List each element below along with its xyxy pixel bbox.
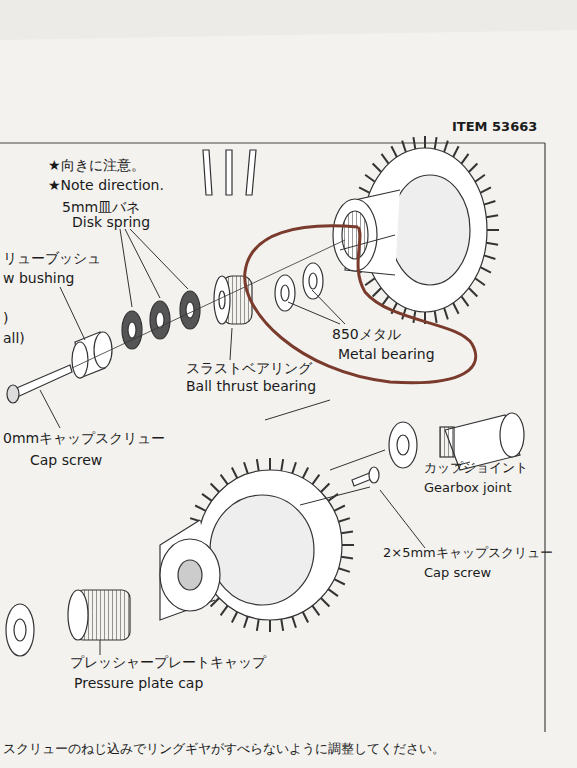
- gear-tooth: [480, 267, 491, 272]
- gear-tooth: [334, 506, 345, 511]
- page: [0, 30, 577, 768]
- gear-tooth: [281, 459, 283, 471]
- part-name: スラストベアリング: [186, 360, 312, 376]
- frame-line: [0, 142, 545, 143]
- gear-tooth: [365, 278, 375, 285]
- part-name: Cap screw: [424, 566, 491, 581]
- metal-bearing: [303, 263, 323, 299]
- disk-spring-side: [226, 150, 232, 195]
- gear-tooth: [469, 164, 477, 172]
- gear-tooth: [303, 467, 308, 478]
- part-name: カップジョイント: [424, 461, 528, 476]
- instruction-text: スクリューのねじ込みでリングギヤがすべらないように調整してください。: [3, 742, 445, 757]
- gear-tooth: [281, 619, 283, 631]
- gear-tooth: [232, 467, 237, 478]
- gear-tooth: [486, 215, 498, 217]
- part-name: リューブッシュ: [3, 250, 101, 266]
- metal-bearing: [275, 275, 295, 311]
- gear-tooth: [402, 141, 406, 152]
- gear-tooth: [424, 136, 426, 148]
- gear-tooth: [321, 598, 329, 606]
- gear-tooth: [211, 483, 219, 491]
- bearing: [389, 422, 417, 468]
- gear-tooth: [312, 475, 319, 485]
- gear-tooth: [373, 288, 381, 296]
- part-name: 850メタル: [332, 326, 401, 342]
- gear-tooth: [382, 154, 389, 164]
- gear-tooth: [487, 229, 499, 231]
- gear-tooth: [391, 146, 396, 157]
- gear-tooth: [486, 243, 498, 245]
- gear-tooth: [232, 612, 237, 623]
- gear-tooth: [484, 201, 495, 205]
- disk-spring: [150, 301, 170, 339]
- part-name: プレッシャープレートキャップ: [70, 654, 266, 670]
- gear-tooth: [341, 531, 353, 533]
- disk-spring: [180, 291, 200, 329]
- gear-tooth: [195, 506, 206, 511]
- gear-tooth: [338, 518, 349, 522]
- ring-gear: [186, 458, 354, 632]
- gear-tooth: [257, 459, 259, 471]
- part-name: 5mm皿バネ: [62, 199, 140, 215]
- item-number: ITEM 53663: [452, 120, 537, 135]
- part-name: Ball thrust bearing: [186, 378, 316, 394]
- gear-tooth: [461, 154, 468, 164]
- gear-tooth: [453, 303, 458, 314]
- gear-tooth: [461, 296, 468, 306]
- gear-tooth: [444, 308, 448, 319]
- gear-tooth: [373, 164, 381, 172]
- hand-drawn-circle: 850メタル Metal bearing: [240, 222, 485, 387]
- gear-tooth: [475, 278, 485, 285]
- part-name: Pressure plate cap: [74, 675, 203, 691]
- gear-tooth: [312, 606, 319, 616]
- part-name: 2×5mmキャップスクリュー: [383, 546, 553, 561]
- gear-tooth: [303, 612, 308, 623]
- gear-tooth: [257, 619, 259, 631]
- gear-tooth: [435, 311, 437, 323]
- frame-line: [544, 143, 545, 732]
- part-name: w bushing: [3, 270, 74, 286]
- gear-tooth: [484, 255, 495, 259]
- gear-tooth: [475, 175, 485, 182]
- ring-gear: [198, 470, 342, 620]
- bearing: [6, 604, 34, 656]
- part-name: Metal bearing: [338, 346, 435, 362]
- gear-tooth: [269, 458, 271, 470]
- gear-tooth: [202, 494, 212, 501]
- gear-tooth: [342, 544, 354, 546]
- gear-tooth: [338, 568, 349, 572]
- gear-tooth: [435, 137, 437, 149]
- gear-tooth: [269, 620, 271, 632]
- gear-tooth: [341, 557, 353, 559]
- gear-tooth: [480, 187, 491, 192]
- gear-tooth: [413, 137, 415, 149]
- disk-spring-side: [203, 150, 212, 195]
- disk-spring-side: [246, 150, 256, 195]
- note: ★Note direction.: [48, 177, 164, 193]
- gear-tooth: [334, 579, 345, 584]
- gear-tooth: [359, 187, 370, 192]
- gear-tooth: [469, 288, 477, 296]
- gear-tooth: [365, 175, 375, 182]
- part-name: Disk spring: [72, 214, 150, 230]
- gear-tooth: [453, 146, 458, 157]
- part-name: all): [3, 330, 25, 346]
- gear-tooth: [292, 462, 296, 473]
- part-name: ): [3, 310, 8, 326]
- part-name: Cap screw: [30, 452, 102, 468]
- gear-tooth: [444, 141, 448, 152]
- part-name: Gearbox joint: [424, 481, 512, 496]
- gear-tooth: [221, 475, 228, 485]
- gear-tooth: [321, 483, 329, 491]
- gear-tooth: [221, 606, 228, 616]
- gear-hub-opening: [333, 199, 377, 271]
- gear-tooth: [244, 616, 248, 627]
- note: ★向きに注意。: [48, 157, 145, 173]
- gear-tooth: [244, 462, 248, 473]
- gear-tooth: [292, 616, 296, 627]
- hand-drawn-outline: [240, 222, 485, 387]
- part-name: 0mmキャップスクリュー: [3, 430, 165, 446]
- gear-tooth: [328, 589, 338, 596]
